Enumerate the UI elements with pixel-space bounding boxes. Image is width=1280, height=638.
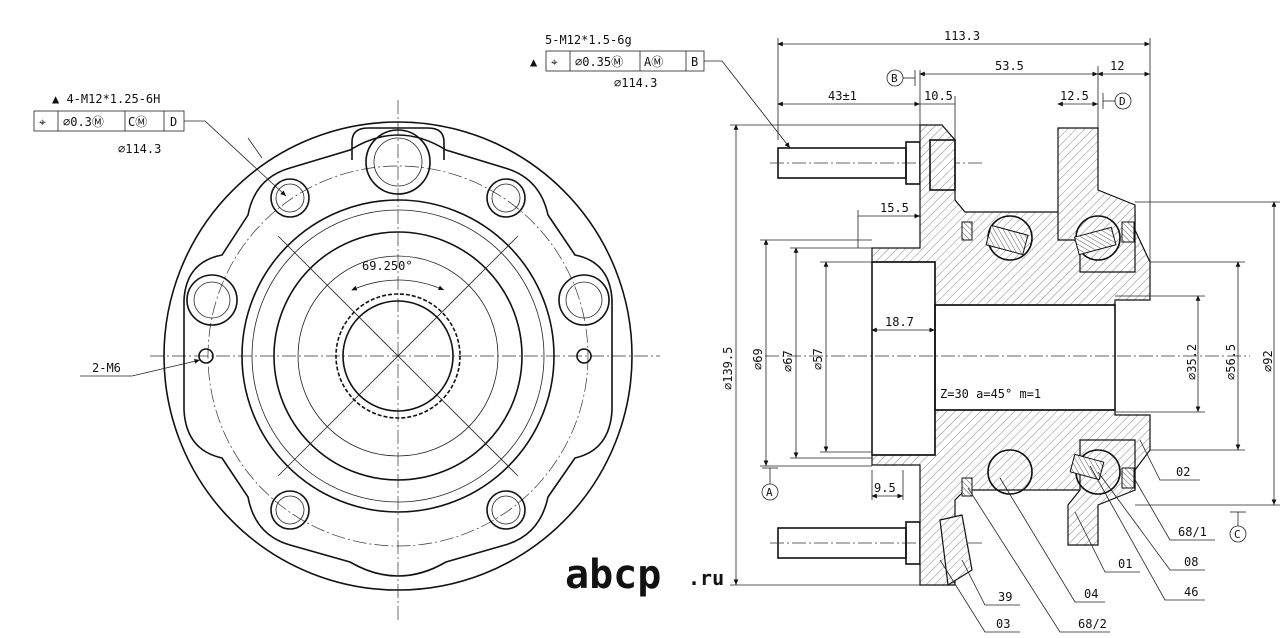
- fcf-marker: ▲: [530, 55, 538, 69]
- dia-56-5: ∅56.5: [1224, 344, 1238, 380]
- dimensions: 113.3 53.5 12 43±1 10.5 12.5 15.5 18.7 9…: [721, 29, 1280, 586]
- spline-spec: Z=30 a=45° m=1: [940, 387, 1041, 401]
- part-39: 39: [998, 590, 1012, 604]
- watermark-logo: abcp .ru: [565, 552, 724, 598]
- part-callouts: 02 68/1 08 46 01 04 68/2 39 03: [939, 439, 1215, 633]
- datum-d-symbol: D: [1119, 95, 1126, 108]
- position-symbol-icon-2: ⌖: [551, 55, 558, 69]
- thread-callout-4: ▲ 4-M12*1.25-6H: [52, 92, 160, 106]
- fcf-datum-a: AⓂ: [644, 55, 663, 69]
- thread-callout-5: 5-M12*1.5-6g: [545, 33, 632, 47]
- part-03: 03: [996, 617, 1010, 631]
- dim-53-5: 53.5: [995, 59, 1024, 73]
- dia-67: ∅67: [781, 350, 795, 372]
- dim-12-5: 12.5: [1060, 89, 1089, 103]
- part-02: 02: [1176, 465, 1190, 479]
- dim-9-5: 9.5: [874, 481, 896, 495]
- dia-69: ∅69: [751, 348, 765, 370]
- pcd-label-right: ∅114.3: [614, 76, 657, 90]
- watermark-brand: abcp: [565, 552, 661, 598]
- datum-a-symbol: A: [766, 486, 773, 499]
- position-symbol-icon: ⌖: [39, 115, 46, 129]
- fcf-tolerance: ∅0.3Ⓜ: [63, 115, 104, 129]
- part-68-1: 68/1: [1178, 525, 1207, 539]
- dim-43: 43±1: [828, 89, 857, 103]
- section-view: [765, 124, 1250, 587]
- m6-label: 2-M6: [92, 361, 121, 375]
- datum-markers: B D A C: [761, 69, 1247, 543]
- fcf-datum-d: D: [170, 115, 177, 129]
- part-01: 01: [1118, 557, 1132, 571]
- dim-12: 12: [1110, 59, 1124, 73]
- watermark-tld: .ru: [688, 566, 724, 590]
- dia-92: ∅92: [1261, 350, 1275, 372]
- part-04: 04: [1084, 587, 1098, 601]
- pcd-label-left: ∅114.3: [118, 142, 161, 156]
- front-callouts: ▲ 4-M12*1.25-6H ⌖ ∅0.3Ⓜ CⓂ D ∅114.3 69.2…: [33, 92, 413, 377]
- front-view: [150, 100, 660, 620]
- part-46: 46: [1184, 585, 1198, 599]
- datum-c-symbol: C: [1234, 528, 1241, 541]
- part-08: 08: [1184, 555, 1198, 569]
- dim-15-5: 15.5: [880, 201, 909, 215]
- dia-35-2: ∅35.2: [1185, 344, 1199, 380]
- datum-b-symbol: B: [891, 72, 898, 85]
- dim-overall: 113.3: [944, 29, 980, 43]
- dim-10-5: 10.5: [924, 89, 953, 103]
- part-68-2: 68/2: [1078, 617, 1107, 631]
- fcf-datum-c: CⓂ: [128, 115, 147, 129]
- section-callouts: 5-M12*1.5-6g ▲ ⌖ ∅0.35Ⓜ AⓂ B ∅114.3: [530, 33, 791, 149]
- angle-label: 69.250°: [362, 259, 413, 273]
- dia-139-5: ∅139.5: [721, 347, 735, 390]
- dia-57: ∅57: [811, 348, 825, 370]
- fcf-datum-b: B: [691, 55, 698, 69]
- dim-18-7: 18.7: [885, 315, 914, 329]
- fcf-tolerance-2: ∅0.35Ⓜ: [575, 55, 623, 69]
